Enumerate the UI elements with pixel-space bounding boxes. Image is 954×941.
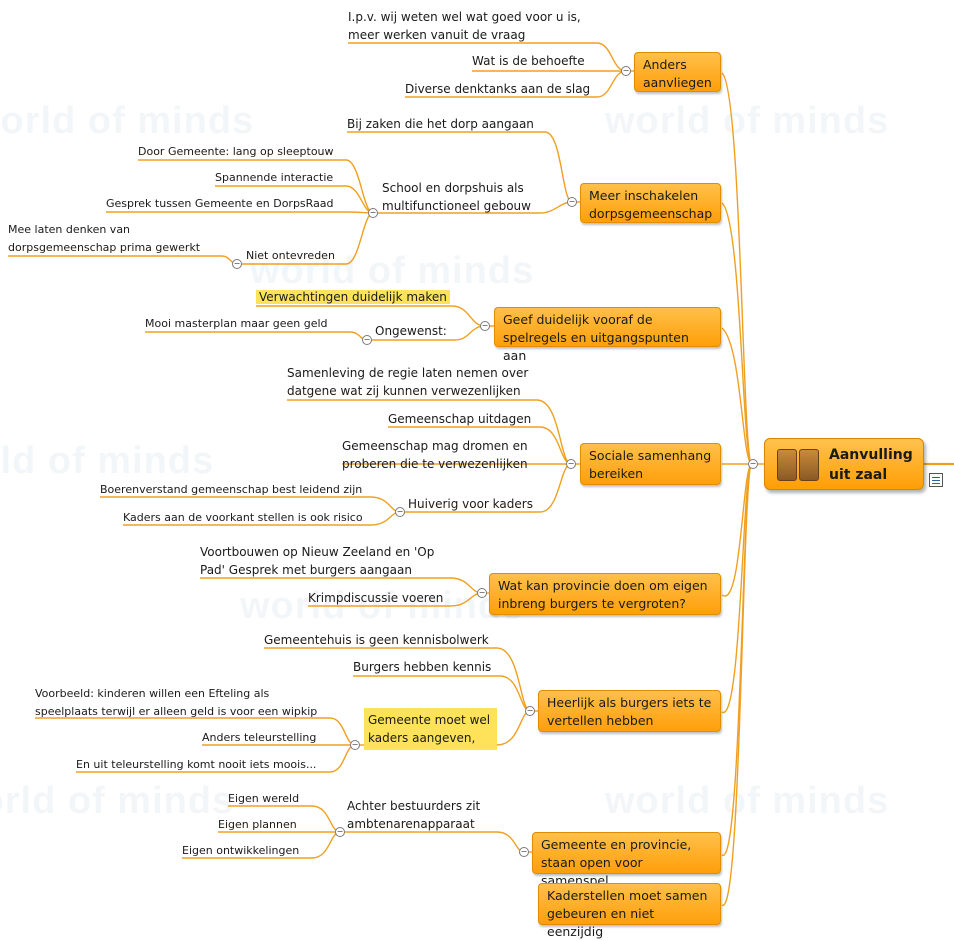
collapse-icon[interactable]: −: [525, 706, 535, 716]
collapse-icon[interactable]: −: [519, 847, 529, 857]
central-topic-line1: Aanvulling: [829, 447, 913, 463]
chairs-icon: [777, 449, 797, 481]
node-text[interactable]: Niet ontevreden: [246, 249, 335, 262]
node-text-highlighted[interactable]: Verwachtingen duidelijk maken: [256, 288, 450, 306]
watermark: world of minds: [605, 100, 890, 142]
node-text[interactable]: Ongewenst:: [375, 324, 447, 338]
node-text[interactable]: Boerenverstand gemeenschap best leidend …: [100, 483, 363, 496]
collapse-icon[interactable]: −: [567, 197, 577, 207]
node-text-highlighted[interactable]: Gemeente moet wel kaders aangeven,: [364, 708, 497, 750]
node-text[interactable]: Eigen ontwikkelingen: [182, 844, 300, 857]
collapse-icon[interactable]: −: [232, 259, 242, 269]
collapse-icon[interactable]: −: [335, 827, 345, 837]
collapse-icon[interactable]: −: [395, 507, 405, 517]
watermark: world of minds: [0, 440, 215, 482]
collapse-icon[interactable]: −: [368, 208, 378, 218]
node-text[interactable]: Kaders aan de voorkant stellen is ook ri…: [123, 511, 363, 524]
collapse-icon[interactable]: −: [621, 66, 631, 76]
node-text[interactable]: Eigen plannen: [218, 818, 297, 831]
node-text[interactable]: Achter bestuurders zit ambtenarenapparaa…: [347, 799, 481, 831]
node-text[interactable]: Gemeentehuis is geen kennisbolwerk: [264, 633, 489, 647]
watermark: world of minds: [0, 100, 255, 142]
node-text[interactable]: Burgers hebben kennis: [353, 660, 492, 674]
branch-node-wat-kan-provincie[interactable]: Wat kan provincie doen om eigen inbreng …: [489, 573, 721, 615]
central-topic[interactable]: Aanvulling uit zaal: [764, 438, 924, 490]
watermark: world of minds: [0, 780, 235, 822]
node-text[interactable]: Krimpdiscussie voeren: [308, 591, 444, 605]
node-text[interactable]: Gesprek tussen Gemeente en DorpsRaad: [106, 197, 334, 210]
branch-node-meer-inschakelen[interactable]: Meer inschakelen dorpsgemeenschap: [580, 183, 721, 223]
node-text[interactable]: Voorbeeld: kinderen willen een Efteling …: [35, 687, 318, 718]
collapse-icon[interactable]: −: [362, 335, 372, 345]
collapse-icon[interactable]: −: [748, 459, 758, 469]
node-text[interactable]: I.p.v. wij weten wel wat goed voor u is,…: [348, 10, 581, 42]
branch-node-sociale-samenhang[interactable]: Sociale samenhang bereiken: [580, 443, 721, 485]
collapse-icon[interactable]: −: [477, 588, 487, 598]
node-text[interactable]: Mee laten denken van dorpsgemeenschap pr…: [8, 223, 201, 254]
node-text[interactable]: Wat is de behoefte: [472, 54, 585, 68]
node-text[interactable]: En uit teleurstelling komt nooit iets mo…: [76, 758, 317, 771]
branch-node-geef-duidelijk[interactable]: Geef duidelijk vooraf de spelregels en u…: [494, 307, 721, 363]
node-text[interactable]: School en dorpshuis als multifunctioneel…: [382, 181, 531, 213]
node-text[interactable]: Gemeenschap uitdagen: [388, 412, 532, 426]
branch-node-gemeente-en-provincie[interactable]: Gemeente en provincie, staan open voor s…: [532, 832, 721, 888]
node-text[interactable]: Gemeenschap mag dromen en proberen die t…: [342, 439, 528, 471]
node-text[interactable]: Door Gemeente: lang op sleeptouw: [138, 145, 334, 158]
node-text[interactable]: Mooi masterplan maar geen geld: [145, 317, 328, 330]
collapse-icon[interactable]: −: [566, 459, 576, 469]
central-topic-line2: uit zaal: [829, 467, 888, 483]
node-text[interactable]: Samenleving de regie laten nemen over da…: [287, 366, 529, 398]
watermark: world of minds: [605, 780, 890, 822]
branch-node-anders-aanvliegen[interactable]: Anders aanvliegen: [634, 52, 721, 92]
collapse-icon[interactable]: −: [350, 740, 360, 750]
node-text[interactable]: Diverse denktanks aan de slag: [405, 82, 591, 96]
branch-node-kaderstellen[interactable]: Kaderstellen moet samen gebeuren en niet…: [538, 883, 721, 939]
node-text[interactable]: Voortbouwen op Nieuw Zeeland en 'Op Pad'…: [200, 545, 435, 577]
collapse-icon[interactable]: −: [480, 321, 490, 331]
node-text[interactable]: Eigen wereld: [228, 792, 300, 805]
chairs-icon: [799, 449, 819, 481]
watermark: world of minds: [250, 250, 535, 292]
notes-icon[interactable]: [929, 473, 943, 487]
node-text[interactable]: Bij zaken die het dorp aangaan: [347, 117, 534, 131]
node-text[interactable]: Huiverig voor kaders: [408, 497, 533, 511]
node-text[interactable]: Spannende interactie: [215, 171, 334, 184]
branch-node-heerlijk-als-burgers[interactable]: Heerlijk als burgers iets te vertellen h…: [538, 690, 721, 732]
node-text[interactable]: Anders teleurstelling: [202, 731, 317, 744]
